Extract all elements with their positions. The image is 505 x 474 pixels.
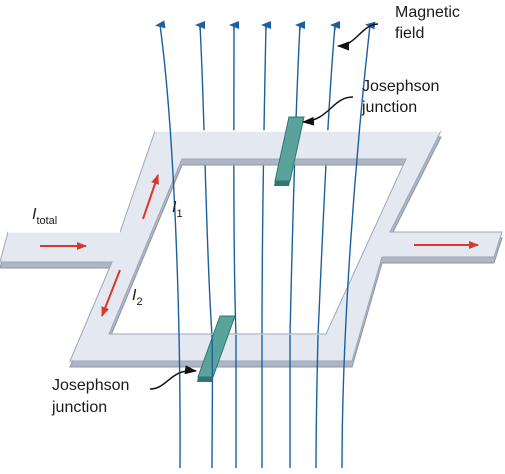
label-jj-bottom-line2: junction bbox=[51, 399, 107, 416]
label-i1: I1 bbox=[172, 199, 183, 220]
label-magnetic-field-line1: Magnetic bbox=[395, 4, 460, 21]
label-i-total: Itotal bbox=[32, 206, 57, 227]
i2-subscript: 2 bbox=[136, 296, 142, 308]
leader-jj-bottom bbox=[150, 371, 196, 389]
leader-magnetic-field bbox=[338, 24, 378, 46]
label-i2: I2 bbox=[132, 287, 143, 308]
field-line-1 bbox=[160, 25, 180, 468]
i-total-subscript: total bbox=[36, 215, 57, 227]
field-line-back bbox=[234, 25, 236, 335]
superconducting-loop bbox=[0, 131, 502, 367]
field-line-back bbox=[318, 25, 335, 335]
i1-subscript: 1 bbox=[176, 208, 182, 220]
label-jj-bottom-line1: Josephson bbox=[52, 377, 129, 394]
label-jj-top-line1: Josephson bbox=[362, 78, 439, 95]
field-line-back bbox=[262, 25, 266, 335]
label-magnetic-field-line2: field bbox=[395, 25, 424, 42]
field-line-back bbox=[200, 25, 212, 335]
field-line-back bbox=[290, 25, 300, 335]
field-lines-back bbox=[200, 25, 335, 335]
label-jj-top-line2: junction bbox=[361, 99, 417, 116]
